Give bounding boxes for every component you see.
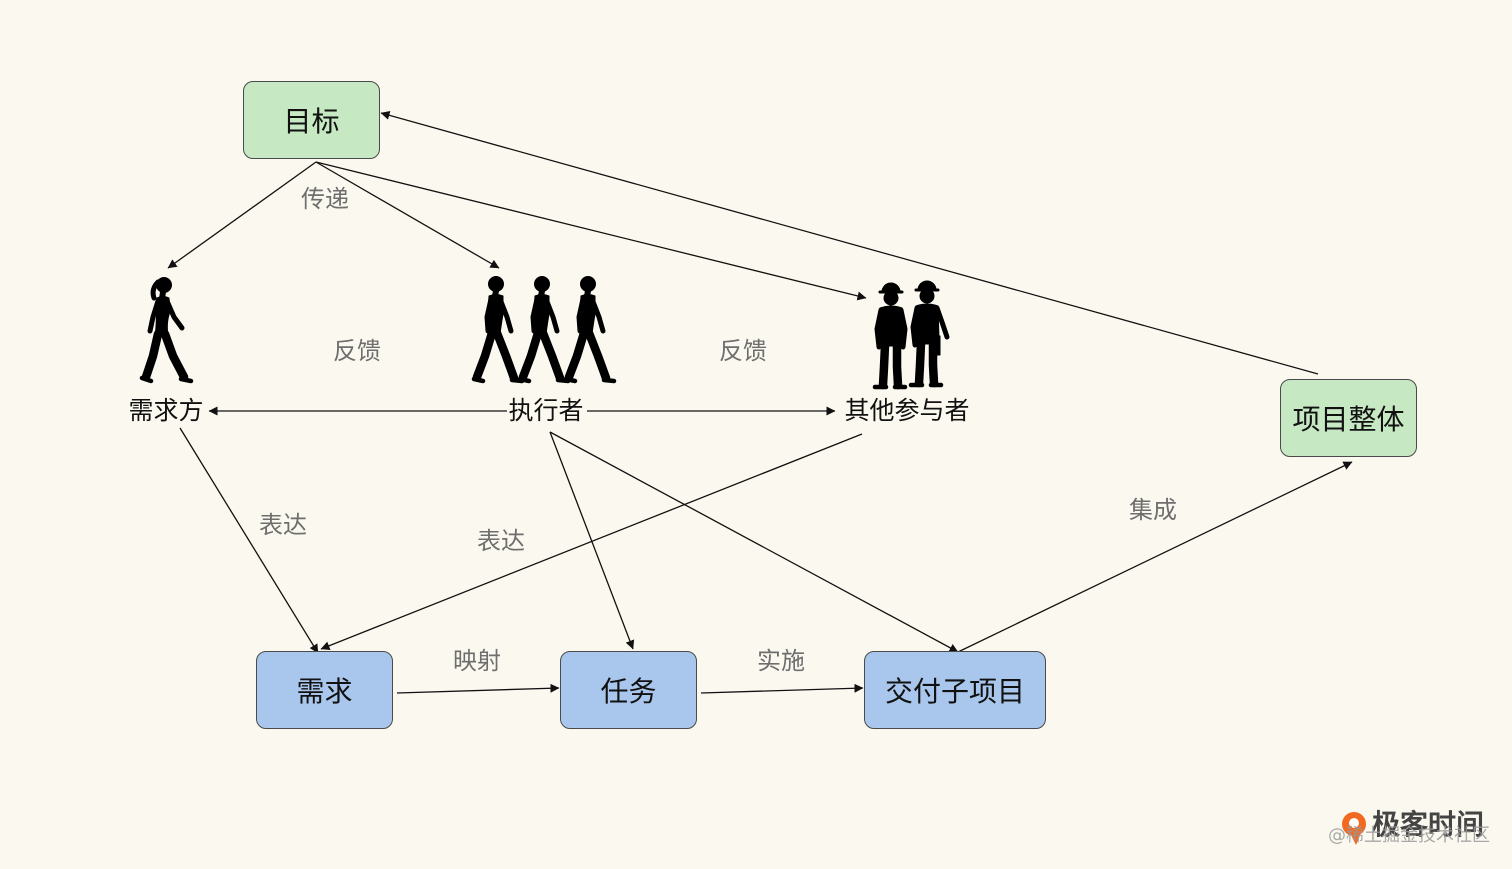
walking-man-1 — [471, 276, 525, 384]
deliverable-subproject-box: 交付子项目 — [864, 651, 1046, 729]
demander-label: 需求方 — [128, 396, 204, 425]
back-arm — [147, 298, 161, 334]
front-leg — [538, 328, 565, 383]
arrow-requirement-to-task — [396, 683, 560, 694]
worker-2 — [908, 280, 950, 388]
watermark-community-text: @稀土掘金技术社区 — [1328, 825, 1490, 846]
arrow-goal-to-executor — [315, 161, 500, 269]
back-foot — [563, 376, 578, 384]
requirement-box: 需求 — [256, 651, 393, 729]
edge-label-map: 映射 — [453, 647, 501, 675]
front-foot — [601, 377, 617, 384]
arrow-project-whole-to-goal — [380, 110, 1319, 375]
arrow-demander-to-requirement — [179, 427, 319, 654]
walking-man-2 — [517, 276, 571, 384]
right-leg — [892, 340, 903, 390]
arrow-goal-to-other-participants — [315, 161, 867, 301]
arrow-executor-to-deliverable — [549, 431, 959, 653]
front-leg — [492, 328, 519, 383]
walking-woman-silhouette-icon — [139, 277, 194, 384]
front-arm — [543, 296, 560, 334]
ponytail — [150, 279, 161, 301]
left-arm — [874, 307, 884, 350]
back-leg — [472, 328, 497, 382]
right-arm — [898, 307, 908, 350]
back-leg — [564, 328, 589, 382]
geektime-logo-icon — [1342, 812, 1366, 845]
edge-label-integrate: 集成 — [1129, 496, 1177, 524]
edge-label-express-left: 表达 — [259, 511, 307, 539]
edge-label-feedback-right: 反馈 — [719, 337, 767, 365]
back-leg — [141, 329, 163, 382]
executor-label: 执行者 — [508, 396, 584, 425]
project-whole-box: 项目整体 — [1280, 379, 1417, 457]
front-leg — [160, 329, 189, 382]
edge-label-implement: 实施 — [757, 647, 805, 675]
back-arm — [576, 296, 586, 334]
arrow-task-to-deliverable — [700, 683, 864, 694]
front-foot — [178, 376, 194, 384]
front-arm — [497, 296, 514, 334]
two-hardhat-workers-silhouette-icon — [872, 280, 950, 390]
back-foot — [139, 375, 154, 384]
head — [883, 290, 899, 306]
logo-inner-circle — [1349, 818, 1359, 828]
right-leg — [928, 338, 939, 388]
logo-tail — [1350, 833, 1361, 845]
task-box: 任务 — [560, 651, 697, 729]
front-arm — [164, 298, 185, 331]
front-arm — [589, 296, 606, 334]
arrow-deliverable-to-project-whole — [957, 461, 1353, 653]
watermark-logo-text: 极客时间 — [1372, 808, 1485, 841]
arrow-executor-to-task — [549, 431, 635, 650]
front-leg — [584, 328, 611, 383]
left-leg — [878, 340, 890, 390]
three-walking-men-silhouette-icon — [471, 276, 617, 384]
back-arm — [484, 296, 494, 334]
back-arm — [530, 296, 540, 334]
edge-label-feedback-left: 反馈 — [333, 337, 381, 365]
torso — [914, 303, 940, 340]
goal-box: 目标 — [243, 81, 380, 159]
left-leg — [914, 338, 926, 388]
edge-label-convey: 传递 — [301, 185, 349, 213]
walking-man-3 — [563, 276, 617, 384]
back-leg — [518, 328, 543, 382]
left-arm — [910, 305, 920, 348]
worker-1 — [872, 282, 908, 390]
back-foot — [517, 376, 532, 384]
back-foot — [471, 376, 486, 384]
right-arm — [934, 305, 950, 340]
arrows — [167, 110, 1353, 694]
edge-label-express-right: 表达 — [477, 527, 525, 555]
head — [919, 288, 935, 304]
arrow-goal-to-demander — [167, 161, 317, 269]
other-participants-label: 其他参与者 — [844, 396, 970, 425]
